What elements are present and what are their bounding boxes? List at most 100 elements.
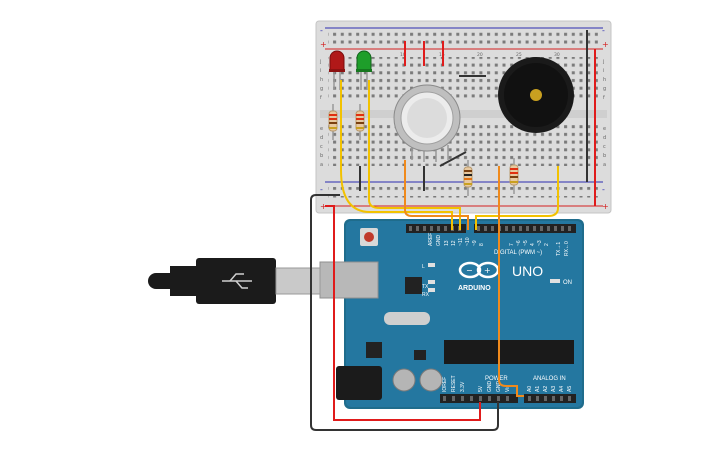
arduino-board: − + UNO ARDUINO ON POWER ANALOG IN DIGIT… <box>319 219 584 409</box>
row-letter: j <box>319 59 321 65</box>
pin-label: 7 <box>509 243 515 246</box>
analog-pin-label: A1 <box>535 386 541 392</box>
power-pin-label: 3.3V <box>460 381 466 392</box>
rail-plus-bottom-right: + <box>602 202 609 211</box>
analog-in-label: ANALOG IN <box>533 376 566 382</box>
row-letter: i <box>320 68 321 74</box>
wire-yellow-1[interactable] <box>340 80 453 230</box>
pin-label: 8 <box>479 243 485 246</box>
pin-label: 13 <box>444 240 450 246</box>
board-model-label: UNO <box>512 263 543 279</box>
on-led <box>550 279 560 283</box>
power-label: POWER <box>485 376 508 382</box>
rail-plus-top-left: + <box>320 40 327 49</box>
row-letter: g <box>320 86 323 92</box>
analog-pin-label: A2 <box>543 386 549 392</box>
rail-minus-bottom-left: - <box>320 185 323 194</box>
column-number: 30 <box>554 52 560 58</box>
tx-led <box>428 280 435 284</box>
power-pin-label: GND <box>487 381 493 393</box>
power-pin-label: IOREF <box>442 377 448 392</box>
rail-plus-top-right: + <box>602 40 609 49</box>
analog-pin-label: A3 <box>551 386 557 392</box>
resistor-3[interactable] <box>463 160 473 196</box>
pin-label: ~10 <box>465 237 471 246</box>
pin-label: 4 <box>530 243 536 246</box>
row-letter: e <box>320 126 323 132</box>
atmega-chip <box>444 340 574 364</box>
column-number: 20 <box>477 52 483 58</box>
piezo-buzzer[interactable] <box>498 57 574 133</box>
usb-chip <box>405 277 422 294</box>
wire-yellow-3[interactable] <box>475 166 559 230</box>
wire-5v-red[interactable] <box>325 205 481 421</box>
gas-sensor[interactable] <box>393 84 461 162</box>
usb-symbol-icon <box>222 273 252 289</box>
usb-socket <box>319 261 379 299</box>
board-brand-label: ARDUINO <box>458 285 491 292</box>
capacitor-2 <box>419 368 443 392</box>
row-letter: d <box>320 135 323 141</box>
crystal <box>384 312 430 325</box>
row-letter: i <box>603 68 604 74</box>
tx-label: TX <box>422 284 429 290</box>
row-letter: b <box>320 153 323 159</box>
row-letter: j <box>602 59 604 65</box>
column-number: 25 <box>516 52 522 58</box>
pin-label: 12 <box>451 240 457 246</box>
analog-pin-label: A0 <box>527 386 533 392</box>
pin-label-gnd: GND <box>436 235 442 247</box>
power-pin-label: RESET <box>451 375 457 392</box>
rail-minus-top-right: - <box>602 26 605 35</box>
row-letter: g <box>603 86 606 92</box>
l-label: L <box>422 264 425 270</box>
row-letter: f <box>320 95 322 101</box>
resistor-4[interactable] <box>509 158 519 194</box>
resistor-2[interactable] <box>355 104 365 140</box>
resistor-1[interactable] <box>328 104 338 140</box>
top-red-jumpers[interactable] <box>404 41 444 66</box>
column-number: 10 <box>400 52 406 58</box>
wire-gnd-black[interactable] <box>310 194 499 431</box>
rx-led <box>428 288 435 292</box>
row-letter: b <box>603 153 606 159</box>
row-letter: h <box>320 77 323 83</box>
pin-label: ~6 <box>516 240 522 246</box>
pin-label: ~5 <box>523 240 529 246</box>
svg-text:+: + <box>484 266 491 275</box>
analog-pin-label: A5 <box>567 386 573 392</box>
rail-minus-bottom-right: - <box>602 185 605 194</box>
on-label: ON <box>563 280 572 286</box>
analog-pin-label: A4 <box>559 386 565 392</box>
row-letter: f <box>603 95 605 101</box>
pin-label-aref: AREF <box>428 233 434 246</box>
capacitor-1 <box>392 368 416 392</box>
row-letter: a <box>320 162 323 168</box>
rx-label: RX <box>422 292 430 298</box>
wire-yellow-2[interactable] <box>368 80 461 230</box>
pin-label: 2 <box>544 243 550 246</box>
power-pin-label: 5V <box>478 385 484 392</box>
power-pin-label: Vin <box>505 385 511 392</box>
pin-label: RX←0 <box>564 241 570 256</box>
row-letter: a <box>603 162 606 168</box>
svg-text:−: − <box>466 266 473 275</box>
row-letter: h <box>603 77 606 83</box>
pin-label: TX→1 <box>556 242 562 256</box>
usb-cable[interactable] <box>148 258 321 304</box>
dc-power-jack <box>336 366 382 400</box>
column-number: 15 <box>439 52 445 58</box>
pin-label: ~9 <box>472 240 478 246</box>
wire-orange-1[interactable] <box>404 160 469 230</box>
pin-label: ~11 <box>458 238 464 246</box>
row-letter: e <box>603 126 606 132</box>
l-led <box>428 263 435 267</box>
row-letter: c <box>603 144 606 150</box>
rail-minus-top-left: - <box>320 26 323 35</box>
wire-orange-2[interactable] <box>498 166 524 397</box>
led-green[interactable] <box>356 50 372 90</box>
power-pin-label: GND <box>496 381 502 393</box>
digital-pwm-label: DIGITAL (PWM ~) <box>494 250 542 256</box>
rail-plus-bottom-left: + <box>320 202 327 211</box>
